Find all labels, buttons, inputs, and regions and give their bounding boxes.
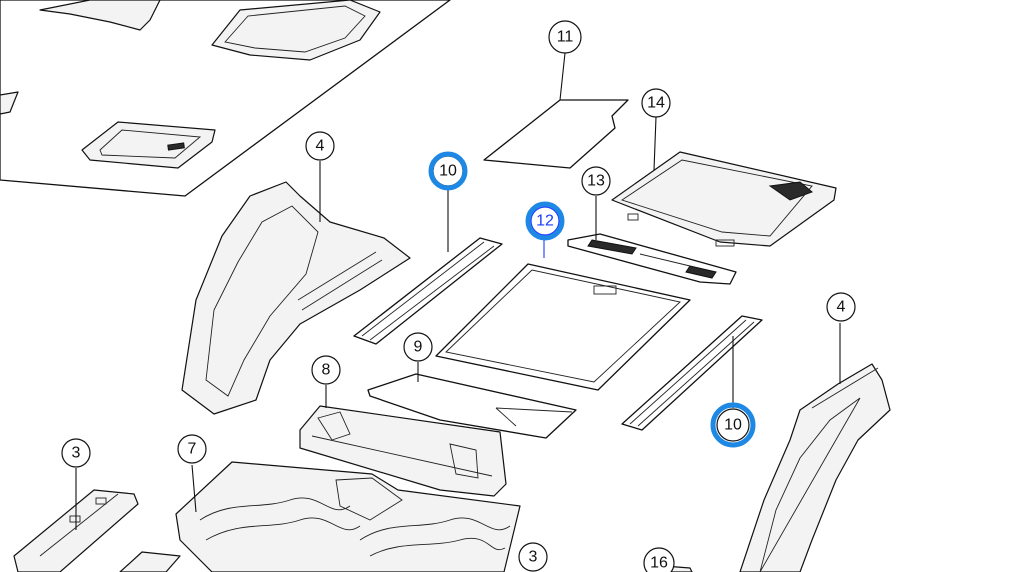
highlight-ring-12	[525, 201, 565, 241]
callout-7: 7	[177, 434, 207, 464]
highlight-ring-10-right	[710, 402, 756, 448]
callout-10-right: 10	[710, 402, 756, 448]
callout-9: 9	[403, 332, 433, 362]
callout-8-label: 8	[322, 362, 331, 379]
leader-lines	[75, 52, 841, 530]
callout-10-right-label: 10	[724, 417, 742, 434]
callout-10-left: 10	[428, 151, 468, 191]
callout-3-bottom: 3	[518, 542, 548, 572]
callout-9-label: 9	[414, 339, 423, 356]
part-9-pad	[367, 373, 577, 439]
callout-10-left-label: 10	[439, 163, 457, 180]
callout-4-right-label: 4	[837, 299, 846, 316]
callout-12: 12	[525, 201, 565, 241]
part-4-side-trim-right	[739, 363, 891, 572]
callout-11-label: 11	[557, 29, 574, 46]
callout-14-label: 14	[647, 95, 665, 112]
callout-14: 14	[641, 88, 671, 118]
callout-13: 13	[581, 166, 611, 196]
callout-4-left: 4	[305, 131, 335, 161]
callout-16: 16	[643, 547, 675, 572]
part-7-floor-pan	[175, 461, 521, 572]
part-10-sill-strip-left	[353, 237, 503, 345]
callout-3-left-label: 3	[72, 445, 81, 462]
callout-4-right: 4	[826, 292, 856, 322]
part-floor-mat-panel	[0, 0, 451, 197]
part-3-bracket-left	[13, 489, 139, 572]
callout-3-bottom-label: 3	[529, 549, 538, 566]
callout-3-left: 3	[61, 438, 91, 468]
part-12-floor-panel	[435, 263, 691, 391]
callout-4-left-label: 4	[316, 138, 325, 155]
callout-16-label: 16	[650, 555, 668, 572]
callout-8: 8	[311, 355, 341, 385]
part-11-mat	[483, 99, 629, 169]
highlight-ring-10-left	[428, 151, 468, 191]
part-4-side-trim-left	[181, 181, 411, 415]
callout-7-label: 7	[188, 441, 197, 458]
callout-11: 11	[548, 20, 582, 54]
part-8-crossmember	[299, 405, 507, 497]
callout-13-label: 13	[587, 173, 605, 190]
part-10-sill-strip-right	[621, 315, 763, 431]
part-14-cargo-tray	[611, 151, 837, 247]
callout-12-label: 12	[536, 213, 554, 230]
part-13-rail	[567, 233, 737, 285]
